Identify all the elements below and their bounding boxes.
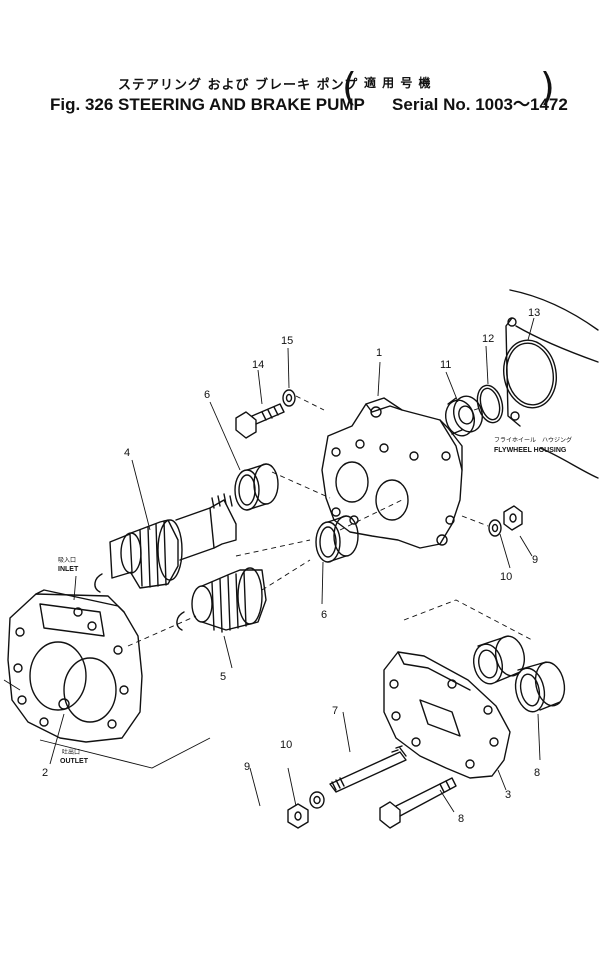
flywheel-label-jp: フライホイール ハウジング [494,436,572,444]
callout-9-upper: 9 [532,554,538,566]
port-labels: 吸入口 INLET 吐出口 OUTLET フライホイール ハウジング FLYWH… [58,436,572,765]
bolt-14 [235,403,285,439]
callout-15: 15 [281,335,293,347]
callout-11: 11 [440,359,451,371]
bushing-8-upper [472,635,526,685]
bushing-8-lower [514,661,566,713]
nut-9-upper [503,505,523,531]
outlet-label: OUTLET [60,758,89,765]
bearing-11 [444,395,484,437]
o-ring-12 [476,384,504,424]
callout-12: 12 [482,333,494,345]
bolt-8 [379,777,457,829]
callout-2: 2 [42,767,48,779]
snap-ring-upper [94,573,103,593]
flywheel-label: FLYWHEEL HOUSING [494,447,567,454]
washer-10-upper [488,519,502,537]
assembly-lines [127,395,533,647]
callout-10-upper: 10 [500,571,512,583]
callout-8-bolt: 8 [458,813,464,825]
callout-3: 3 [505,789,511,801]
figure-title: STEERING AND BRAKE PUMP [118,95,365,114]
serial-title-japanese: 適 用 号 機 [364,74,432,91]
washer-15 [282,389,296,407]
serial-jp-text: 適 用 号 機 [364,76,432,90]
callout-13: 13 [528,307,540,319]
inlet-label-jp: 吸入口 [58,557,76,564]
outlet-label-jp: 吐出口 [62,748,80,756]
bushing-6-upper [234,463,279,511]
callout-10-lower: 10 [280,739,292,751]
pump-housing-2 [7,589,143,743]
callout-7: 7 [332,705,338,717]
serial-range: Serial No. 1003～1472 [392,95,568,114]
snap-ring-lower [176,611,185,631]
callout-9-lower: 9 [244,761,250,773]
inlet-label: INLET [58,566,79,573]
pump-cover-1 [321,397,463,549]
right-parenthesis: ) [540,65,555,109]
callout-5: 5 [220,671,226,683]
diagram-title: Fig. 326 STEERING AND BRAKE PUMP Serial … [50,90,568,115]
callout-4: 4 [124,447,130,459]
callout-14: 14 [252,359,264,371]
left-parenthesis: ( [342,65,357,109]
callouts: 1 2 3 4 5 6 6 7 8 8 9 9 10 10 11 12 13 1… [42,307,540,825]
drive-gear-shaft-4 [109,493,237,589]
diagram-title-japanese: ステアリング および ブレーキ ポンプ [118,74,358,93]
stud-7 [329,745,407,793]
figure-number: Fig. 326 [50,95,114,114]
leader-lines [3,317,541,813]
callout-6-lower: 6 [321,609,327,621]
flywheel-housing [505,289,599,479]
callout-8-bushing: 8 [534,767,540,779]
nut-9-lower [287,803,309,829]
callout-6-upper: 6 [204,389,210,401]
title-jp-text: ステアリング および ブレーキ ポンプ [118,78,359,93]
gasket-13 [503,339,557,409]
callout-1: 1 [376,347,382,359]
driven-gear-5 [191,567,267,633]
bushing-6-lower [315,515,359,563]
pump-cover-3 [383,651,511,779]
washer-10-lower [309,791,325,809]
